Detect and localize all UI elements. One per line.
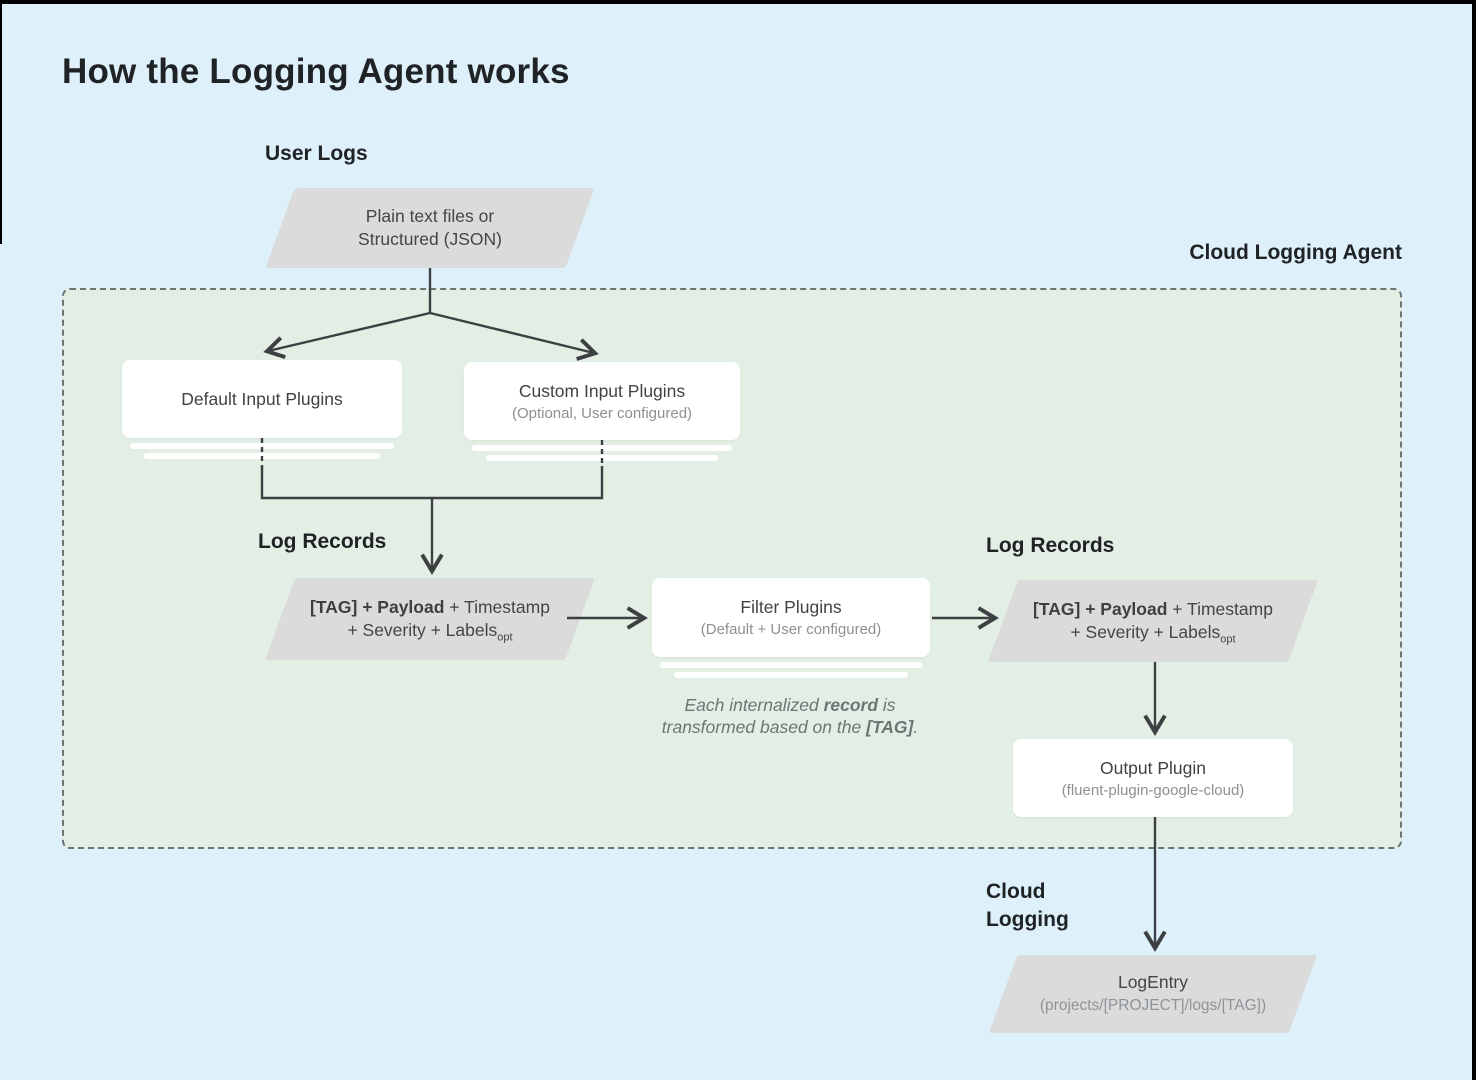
note-text: transformed based on the [661, 717, 867, 737]
log-record-line2: + Severity + Labels [1070, 622, 1221, 642]
node-filter-title: Filter Plugins [740, 597, 842, 617]
node-user-input: Plain text files or Structured (JSON) [265, 188, 595, 268]
node-log-record-right: [TAG] + Payload + Timestamp + Severity +… [988, 580, 1318, 662]
log-record-rest: + Timestamp [1167, 599, 1273, 619]
page-title: How the Logging Agent works [62, 52, 570, 91]
label-log-records-left: Log Records [258, 530, 387, 553]
label-cloud-logging-line1: Cloud [986, 880, 1046, 903]
filter-note: Each internalized record is transformed … [625, 694, 955, 738]
screen-edge-left [0, 0, 2, 244]
node-custom-input-subtitle: (Optional, User configured) [511, 404, 693, 422]
stacked-page-strip [144, 453, 380, 459]
node-default-input-title: Default Input Plugins [181, 389, 343, 409]
log-record-rest: + Timestamp [444, 597, 550, 617]
log-record-line2: + Severity + Labels [347, 620, 498, 640]
note-bold-tag: [TAG] [866, 717, 914, 737]
node-log-entry: LogEntry (projects/[PROJECT]/logs/[TAG]) [988, 955, 1318, 1033]
stacked-page-strip [472, 445, 732, 451]
node-filter-subtitle: (Default + User configured) [700, 621, 882, 638]
label-cloud-logging-line2: Logging [986, 908, 1069, 931]
node-user-input-line2: Structured (JSON) [358, 229, 502, 249]
label-cloud-logging: Cloud Logging [986, 878, 1069, 934]
label-log-records-right: Log Records [986, 534, 1115, 557]
label-user-logs: User Logs [265, 142, 368, 165]
note-bold-record: record [823, 695, 879, 715]
node-custom-input-plugins: Custom Input Plugins (Optional, User con… [464, 362, 740, 461]
node-user-input-line1: Plain text files or [365, 206, 495, 226]
node-default-input-plugins: Default Input Plugins [122, 360, 402, 459]
log-record-subscript: opt [1220, 633, 1236, 646]
node-custom-input-title: Custom Input Plugins [518, 380, 686, 401]
log-record-bold: [TAG] + Payload [310, 597, 445, 617]
screen-edge-top [0, 0, 1476, 4]
node-output-title: Output Plugin [1099, 757, 1207, 778]
node-log-record-line2: + Severity + Labelsopt [347, 619, 513, 644]
node-log-entry-title: LogEntry [1117, 972, 1189, 992]
screen-edge-right [1472, 0, 1476, 1080]
node-output-plugin: Output Plugin (fluent-plugin-google-clou… [1013, 739, 1293, 817]
stacked-page-strip [486, 455, 718, 461]
node-filter-plugins: Filter Plugins (Default + User configure… [652, 578, 930, 678]
note-text: . [913, 717, 919, 737]
filter-note-line1: Each internalized record is [625, 694, 955, 716]
note-text: Each internalized [684, 695, 824, 715]
node-log-record-left: [TAG] + Payload + Timestamp + Severity +… [265, 578, 595, 660]
stacked-page-strip [674, 672, 908, 678]
log-record-subscript: opt [497, 631, 513, 644]
node-log-record-line2: + Severity + Labelsopt [1070, 621, 1236, 646]
stacked-page-strip [130, 443, 394, 449]
filter-note-line2: transformed based on the [TAG]. [625, 716, 955, 738]
note-text: is [878, 695, 896, 715]
node-log-record-line1: [TAG] + Payload + Timestamp [1033, 598, 1273, 621]
stacked-page-strip [660, 662, 922, 668]
log-record-bold: [TAG] + Payload [1033, 599, 1168, 619]
label-cloud-logging-agent: Cloud Logging Agent [1189, 241, 1402, 264]
node-output-subtitle: (fluent-plugin-google-cloud) [1061, 781, 1245, 799]
node-log-record-line1: [TAG] + Payload + Timestamp [310, 596, 550, 619]
node-log-entry-subtitle: (projects/[PROJECT]/logs/[TAG]) [1039, 997, 1267, 1014]
